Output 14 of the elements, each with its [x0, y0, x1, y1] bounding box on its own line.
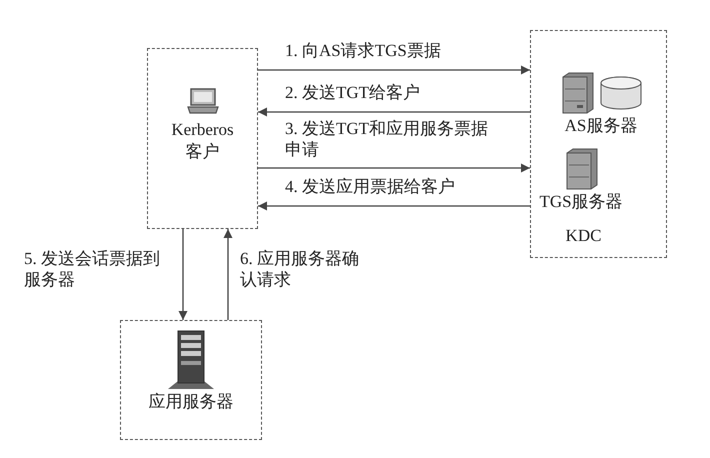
arrow [258, 164, 530, 172]
node-label: 应用服务器 [148, 391, 234, 413]
node-label: KDC [566, 225, 602, 247]
arrow [258, 108, 530, 116]
arrow [224, 229, 232, 320]
arrow [258, 66, 530, 74]
arrow [258, 202, 530, 210]
node-label: TGS服务器 [539, 191, 623, 213]
host-box [147, 48, 258, 229]
node-label: AS服务器 [564, 115, 638, 137]
kdc-box [530, 30, 667, 258]
host-box [120, 320, 262, 440]
node-label: Kerberos 客户 [170, 119, 235, 163]
arrow [178, 229, 188, 320]
